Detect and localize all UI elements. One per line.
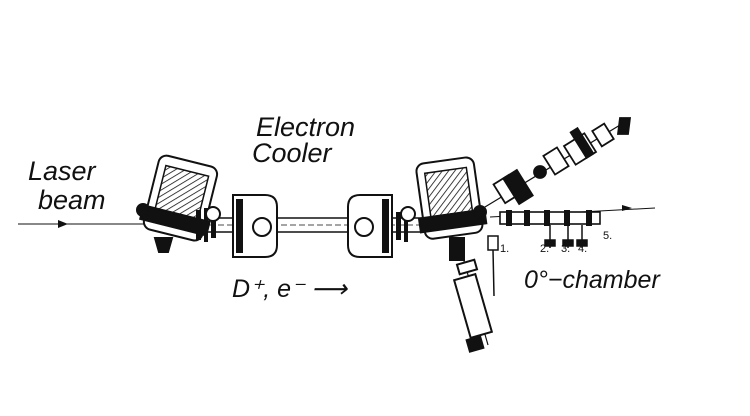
cooler-label-line1: Electron bbox=[256, 112, 356, 142]
right-flange-stack bbox=[396, 206, 416, 242]
zero-chamber-label: 0°−chamber bbox=[524, 266, 660, 294]
port-label-4: 4. bbox=[578, 243, 588, 255]
port-label-1: 1. bbox=[500, 243, 510, 255]
right-dipole-magnet bbox=[415, 156, 488, 240]
cooler-label-line2: Cooler bbox=[252, 138, 332, 168]
left-dipole-magnet bbox=[136, 154, 219, 253]
laser-label-line2: beam bbox=[38, 185, 106, 215]
chamber-probes bbox=[487, 225, 588, 297]
port-label-3: 3. bbox=[561, 243, 571, 255]
left-flange-stack bbox=[196, 206, 221, 242]
upper-right-branch bbox=[479, 117, 632, 211]
cooler-coil-left bbox=[232, 194, 278, 258]
zero-degree-beamline bbox=[489, 205, 656, 226]
lower-branch bbox=[449, 237, 494, 353]
port-label-2: 2. bbox=[540, 243, 550, 255]
port-label-5: 5. bbox=[603, 230, 613, 242]
beam-particles-label: D⁺, e⁻ ⟶ bbox=[232, 275, 348, 303]
laser-beam-line bbox=[18, 220, 160, 228]
cooler-coil-right bbox=[347, 194, 393, 258]
laser-label-line1: Laser bbox=[28, 156, 96, 186]
